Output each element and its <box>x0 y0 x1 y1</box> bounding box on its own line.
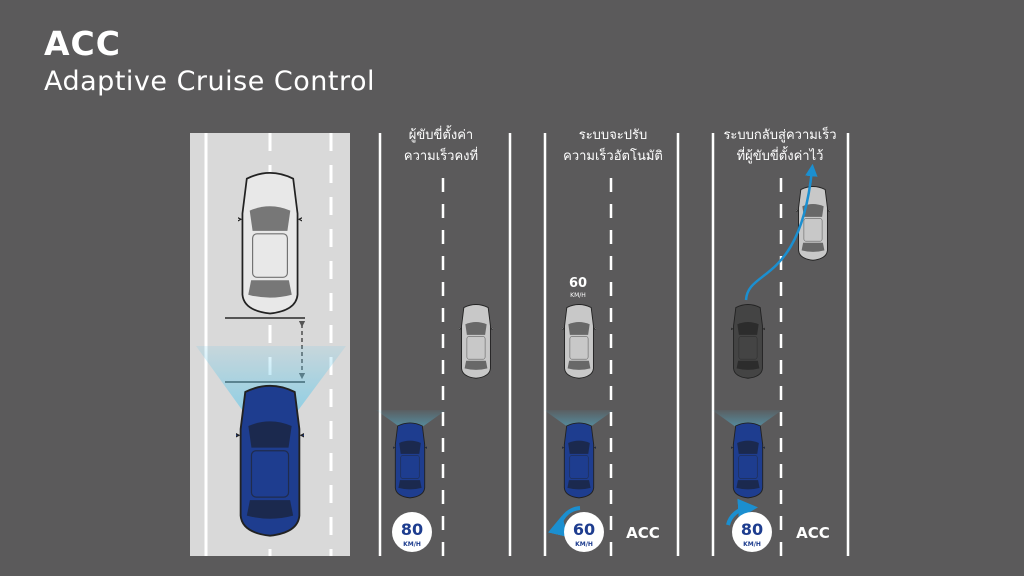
speed-badge-icon <box>732 512 772 552</box>
ego-car-icon <box>731 422 765 499</box>
panel-2-caption: ระบบจะปรับ ความเร็วอัตโนมัติ <box>528 125 698 167</box>
ego-car-icon <box>562 422 596 499</box>
panel-1-caption: ผู้ขับขี่ตั้งค่า ความเร็วคงที่ <box>356 125 526 167</box>
panel-1-caption-line-1: ผู้ขับขี่ตั้งค่า <box>408 128 474 143</box>
panel-3-caption: ระบบกลับสู่ความเร็ว ที่ผู้ขับขี่ตั้งค่าไ… <box>695 125 865 167</box>
panel-3-caption-line-2: ที่ผู้ขับขี่ตั้งค่าไว้ <box>736 149 824 164</box>
acc-mode-label: ACC <box>796 524 830 542</box>
panel-3-caption-line-1: ระบบกลับสู่ความเร็ว <box>723 128 837 143</box>
panel-2-caption-line-2: ความเร็วอัตโนมัติ <box>563 149 663 164</box>
ego-car-icon <box>393 422 427 499</box>
lead-speed-value: 60 <box>569 276 587 291</box>
speed-decrease-arrow-icon <box>548 506 581 537</box>
lane-change-arrow-icon <box>744 163 818 301</box>
speed-badge-icon <box>392 512 432 552</box>
lead-car-icon <box>238 172 302 315</box>
radar-beam-icon <box>544 410 614 430</box>
page-title: ACC <box>44 24 121 63</box>
lead-car-icon <box>731 304 765 379</box>
panel-1-caption-line-2: ความเร็วคงที่ <box>403 149 479 164</box>
radar-beam-icon <box>376 410 446 430</box>
speed-unit: KM/H <box>403 541 421 548</box>
lead-speed-unit: KM/H <box>570 292 586 299</box>
radar-beam-icon <box>712 410 782 430</box>
page-subtitle: Adaptive Cruise Control <box>44 66 376 97</box>
panel-2-caption-line-1: ระบบจะปรับ <box>578 128 648 143</box>
speed-value: 80 <box>741 520 763 539</box>
speed-badge-icon <box>564 512 604 552</box>
speed-value: 80 <box>401 520 423 539</box>
lead-car-icon <box>459 304 493 379</box>
speed-increase-arrow-icon <box>726 498 758 526</box>
lead-car-icon <box>562 304 596 379</box>
speed-unit: KM/H <box>575 541 593 548</box>
acc-mode-label: ACC <box>626 524 660 542</box>
ego-car-icon <box>236 384 304 537</box>
speed-value: 60 <box>573 520 595 539</box>
speed-unit: KM/H <box>743 541 761 548</box>
